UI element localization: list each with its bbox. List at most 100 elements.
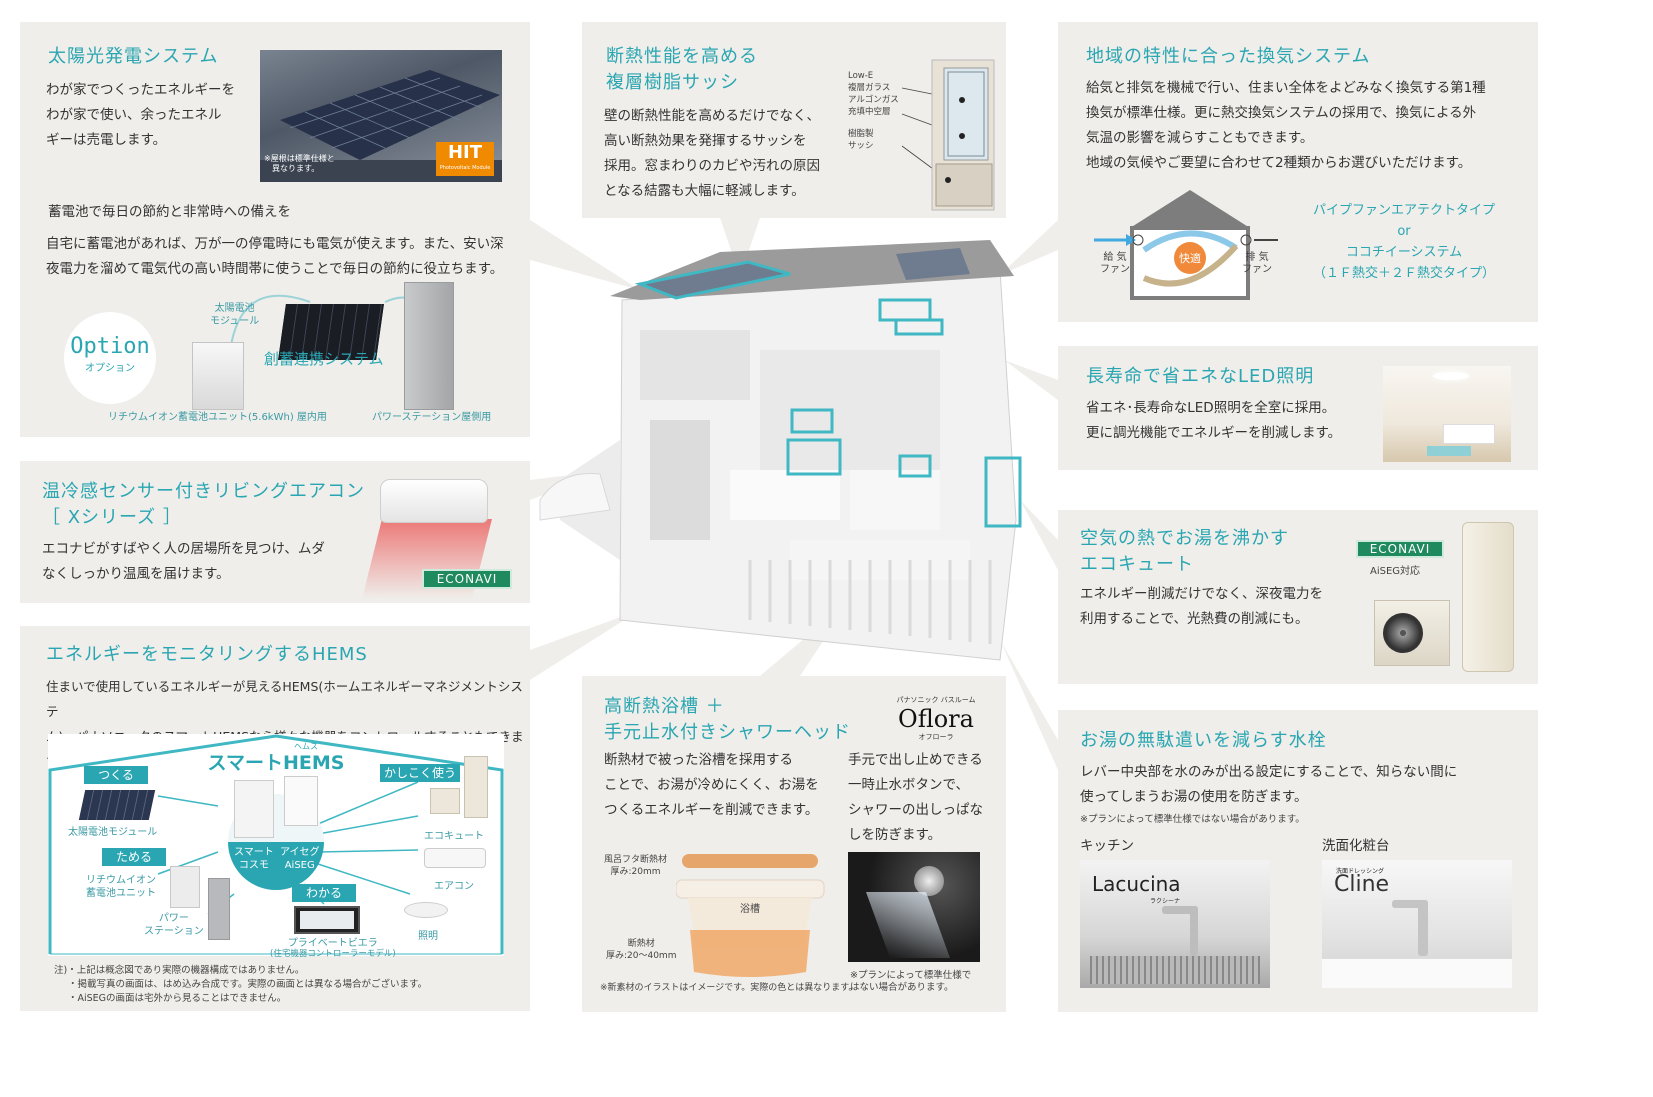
hems-panel: エネルギーをモニタリングするHEMS 住まいで使用しているエネルギーが見えるHE… [20,626,530,1011]
sash-panel: 断熱性能を高める 複層樹脂サッシ 壁の断熱性能を高めるだけでなく、 高い断熱効果… [582,22,1006,218]
oflora-brand: パナソニック バスルーム Oflora オフローラ [896,696,976,741]
vanity-counter [1322,958,1512,988]
solar-text: わが家でつくったエネルギーを わが家で使い、余ったエネル ギーは売電します。 [46,82,235,148]
supply-fan-label: 給 気 ファン [1100,252,1130,275]
hems-heatpump-image [430,788,460,814]
hems-light-image [404,902,448,918]
ventilation-panel: 地域の特性に合った換気システム 給気と排気を機械で行い、住まい全体をよどみなく換… [1058,22,1538,322]
bath-right-text: 手元で出し止めできる 一時止水ボタンで、 シャワーの出しっぱな しを防ぎます。 [848,752,983,843]
led-room-photo [1383,366,1511,462]
kitchen-brand-kana: ラクシーナ [1150,898,1181,905]
tag-know: わかる [292,884,356,902]
vanity-label: 洗面化粧台 [1322,838,1390,854]
battery-text: 自宅に蓄電池があれば、万が一の停電時にも電気が使えます。また、安い深 夜電力を溜… [46,236,504,277]
sash-labels: Low-E 複層ガラス アルゴンガス 充填中空層 樹脂製 サッシ [848,71,899,151]
callout-solar [530,220,640,290]
station-caption: パワーステーション屋側用 [372,412,492,423]
hems-diagram-title: ヘムス スマートHEMS [207,742,345,774]
shower-head [914,866,944,896]
battery-heading: 蓄電池で毎日の節約と非常時への備えを [48,204,291,220]
led-title: 長寿命で省エネなLED照明 [1086,366,1315,387]
ventilation-diagram [1094,190,1278,300]
solar-panel: 太陽光発電システム わが家でつくったエネルギーを わが家で使い、余ったエネル ギ… [20,22,530,437]
ecocute-title: 空気の熱でお湯を沸かす エコキュート [1080,528,1289,575]
aircon-text: エコナビがすばやく人の居場所を見つけ、ムダ なくしっかり温風を届けます。 [42,541,325,582]
hems-light-label: 照明 [418,931,438,942]
callout-sash [720,218,760,276]
module-label: 太陽電池 モジュール [210,303,260,327]
smart-cosmo-image [234,780,274,838]
faucet-note: ※プランによって標準仕様ではない場合があります。 [1080,814,1305,825]
hems-station-label: パワー ステーション [144,913,204,937]
bath-note: ※新素材のイラストはイメージです。実際の色とは異なります。 [600,983,858,993]
kitchen-sink [1090,956,1260,984]
battery-caption: リチウムイオン蓄電池ユニット(5.6kWh) 屋内用 [108,412,327,423]
option-circle: Option オプション [64,312,156,404]
solar-roof-photo: ※屋根は標準仕様と 異なります。 HIT Photovoltaic Module [260,50,502,182]
vanity-photo: 洗面ドレッシング Cline [1322,860,1512,988]
lid-label: 風呂フタ断熱材 厚み:20mm [604,855,668,877]
tub-label: 浴槽 [740,904,760,915]
tag-smart: かしこく使う [380,764,460,782]
led-panel: 長寿命で省エネなLED照明 省エネ･長寿命なLED照明を全室に採用。 更に調光機… [1058,346,1538,470]
hems-solar-label: 太陽電池モジュール [68,827,158,838]
faucet-panel: お湯の無駄遣いを減らす水栓 レバー中央部を水のみが出る設定にすることで、知らない… [1058,710,1538,1012]
hems-battery-label: リチウムイオン 蓄電池ユニット [86,875,156,899]
hems-notes: 注)・上記は概念図であり実際の機器構成ではありません。 ・掲載写真の画面は、はめ… [54,965,428,1004]
ecocute-econavi-badge: ECONAVI [1356,540,1444,558]
vanity-faucet [1418,900,1428,956]
bath-left-text: 断熱材で被った浴槽を採用する ことで、お湯が冷めにくく、お湯を つくるエネルギー… [604,752,819,818]
heat-pump-fan [1383,613,1423,653]
sash-title: 断熱性能を高める 複層樹脂サッシ [606,46,758,93]
power-station-image [404,282,454,410]
hems-battery-image [170,866,200,908]
faucet-text: レバー中央部を水のみが出る設定にすることで、知らない間に 使ってしまうお湯の使用… [1080,764,1458,805]
tag-make: つくる [84,766,148,784]
ecocute-aiseg: AiSEG対応 [1370,566,1421,577]
hems-aircon-label: エアコン [434,881,474,892]
heat-pump-image [1374,600,1450,666]
insulation-label: 断熱材 厚み:20〜40mm [606,939,677,961]
shower-photo [848,852,980,962]
hit-logo: HIT Photovoltaic Module [436,142,494,176]
solar-title: 太陽光発電システム [48,46,219,67]
ventilation-text: 給気と排気を機械で行い、住まい全体をよどみなく換気する第1種 換気が標準仕様。更… [1086,80,1486,171]
ventilation-title: 地域の特性に合った換気システム [1086,46,1371,67]
aircon-econavi-badge: ECONAVI [422,569,512,589]
ceiling-light [1433,372,1469,380]
kitchen-faucet [1190,906,1198,956]
aircon-unit-image [380,479,488,523]
sash-text: 壁の断熱性能を高めるだけでなく、 高い断熱効果を発揮するサッシを 採用。窓まわり… [604,108,820,199]
sash-cross-section [901,59,995,211]
ecocute-text: エネルギー削減だけでなく、深夜電力を 利用することで、光熱費の削減にも。 [1080,586,1323,627]
kitchen-brand: Lacucina [1092,872,1181,896]
hems-ecocute-image [464,756,488,818]
kitchen-faucet-spout [1162,906,1198,914]
shower-note: ※プランによって標準仕様で はない場合があります。 [850,970,972,993]
exhaust-fan-label: 排 気 ファン [1242,252,1272,275]
kitchen-label: キッチン [1080,838,1134,854]
vanity-brand: Cline [1334,872,1390,897]
smart-cosmo-label: スマート コスモ [234,847,274,871]
viera-screen [300,911,354,929]
hems-station-image [208,878,230,940]
battery-unit-image [192,342,244,410]
callout-faucet [1000,640,1058,770]
hems-title: エネルギーをモニタリングするHEMS [46,644,368,665]
ecocute-panel: 空気の熱でお湯を沸かす エコキュート エネルギー削減だけでなく、深夜電力を 利用… [1058,510,1538,684]
ventilation-options: パイプファンエアテクトタイプ or ココチイーシステム （１Ｆ熱交＋２Ｆ熱交タイ… [1312,203,1495,281]
room-bed [1443,424,1495,444]
aiseg-image [284,776,318,826]
vanity-brand-small: 洗面ドレッシング [1336,868,1385,875]
aircon-title: 温冷感センサー付きリビングエアコン ［ Xシリーズ ］ [42,481,365,528]
tag-store: ためる [102,848,166,866]
comfort-label: 快適 [1179,252,1201,265]
tank-image [1462,522,1514,672]
viera-image [294,906,360,934]
room-rug [1427,446,1471,456]
callout-ventilation [1000,220,1058,275]
viera-label: プライベートビエラ (住宅機器コントローラーモデル) [270,938,396,959]
bath-tub-illustration [676,854,825,977]
aircon-panel: 温冷感センサー付きリビングエアコン ［ Xシリーズ ］ エコナビがすばやく人の居… [20,461,530,603]
